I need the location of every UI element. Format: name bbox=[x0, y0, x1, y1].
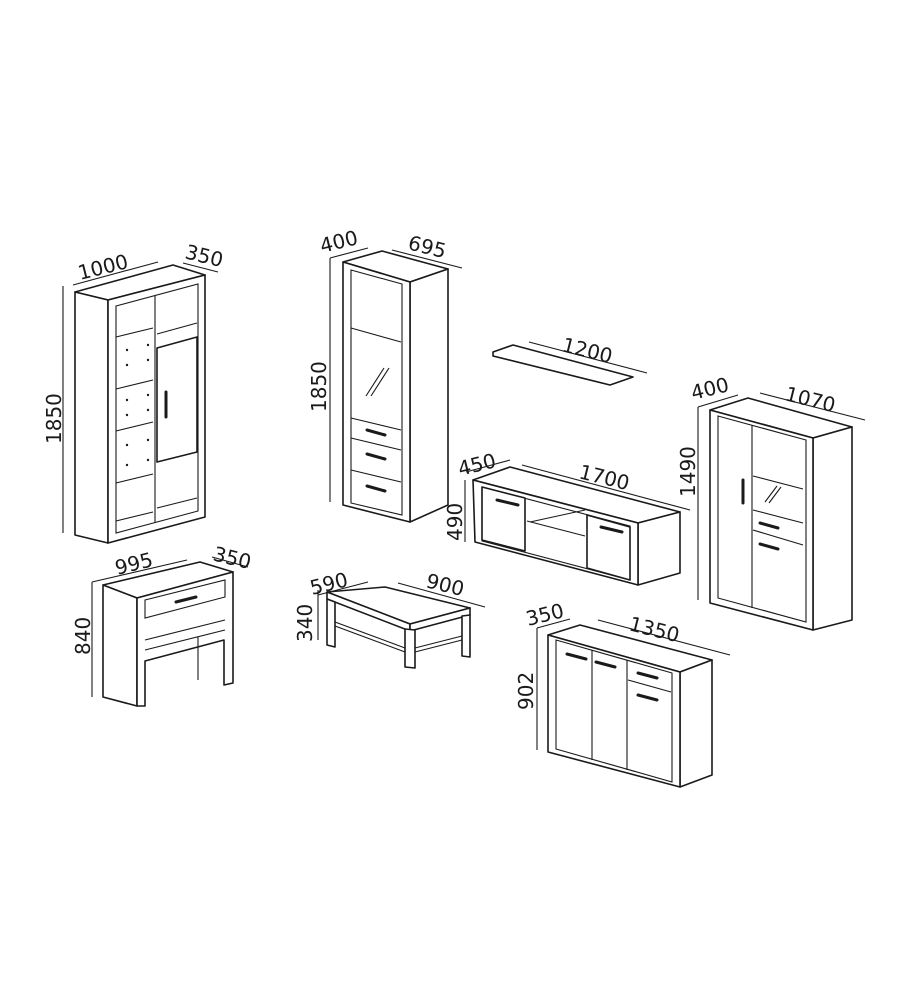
bookcase: 1850 1000 350 bbox=[42, 240, 226, 544]
tv-unit: 490 450 1700 bbox=[443, 448, 691, 586]
glass-cabinet-tall: 1850 400 695 bbox=[307, 225, 463, 523]
sideboard: 902 350 1350 bbox=[514, 598, 731, 788]
sideboard-height-label: 902 bbox=[514, 672, 538, 710]
wall-shelf: 1200 bbox=[492, 333, 648, 386]
bookcase-depth-label: 350 bbox=[183, 240, 226, 273]
medium-cabinet-depth-label: 400 bbox=[688, 372, 731, 405]
tall-cabinet-height-label: 1850 bbox=[307, 361, 331, 412]
tall-cabinet-width-label: 695 bbox=[406, 231, 449, 264]
tv-unit-height-label: 490 bbox=[443, 503, 467, 541]
coffee-table: 340 590 900 bbox=[293, 567, 486, 669]
medium-cabinet-height-label: 1490 bbox=[676, 446, 700, 497]
coffee-table-height-label: 340 bbox=[293, 604, 317, 642]
console-height-label: 840 bbox=[71, 617, 95, 655]
coffee-table-width-label: 900 bbox=[424, 569, 467, 602]
bookcase-height-label: 1850 bbox=[42, 393, 66, 444]
sideboard-depth-label: 350 bbox=[523, 598, 566, 631]
tall-cabinet-depth-label: 400 bbox=[317, 225, 360, 258]
glass-cabinet-medium: 1490 400 1070 bbox=[676, 372, 866, 631]
console-table: 840 995 350 bbox=[71, 542, 254, 707]
